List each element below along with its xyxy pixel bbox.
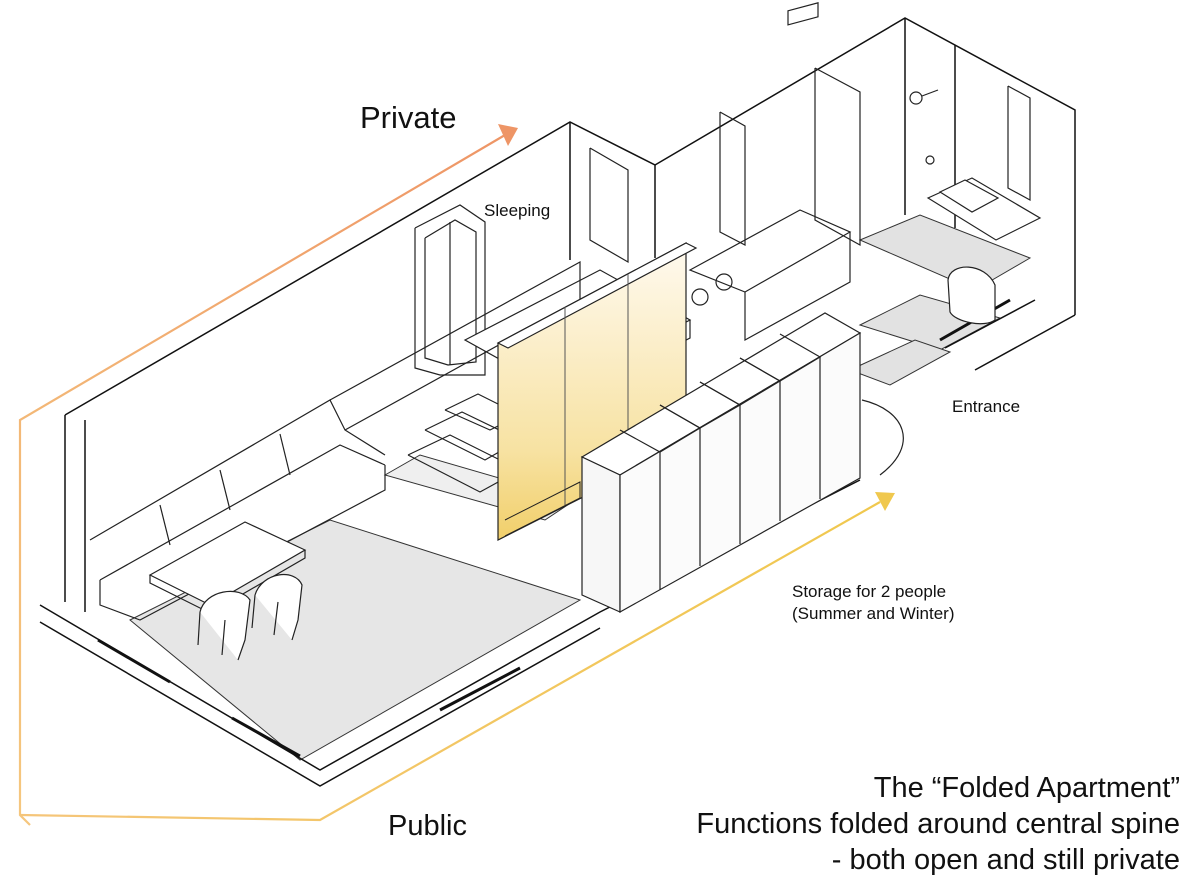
vent-2 bbox=[231, 716, 301, 758]
kitchen bbox=[589, 2, 1031, 342]
public-label: Public bbox=[388, 810, 467, 842]
front-right-floor-edge bbox=[974, 314, 1076, 371]
private-label: Private bbox=[360, 100, 457, 135]
spine-panel-top bbox=[496, 242, 698, 349]
kitchen-sink bbox=[787, 2, 819, 26]
storage-front bbox=[581, 456, 621, 613]
folding-door-panel bbox=[424, 219, 477, 366]
bench-back bbox=[89, 399, 386, 541]
toilet bbox=[947, 266, 996, 325]
bench-seam-1 bbox=[159, 504, 171, 546]
spine-panel-base bbox=[504, 481, 581, 537]
hob-ring-2 bbox=[715, 273, 733, 291]
window-slot-3 bbox=[1007, 85, 1031, 202]
bathroom-floor bbox=[858, 214, 1032, 291]
public-arrow-line bbox=[19, 501, 881, 822]
shower-valve bbox=[925, 155, 935, 165]
bench-seating bbox=[89, 399, 386, 621]
storage-dividers bbox=[619, 333, 822, 590]
storage-label: Storage for 2 people (Summer and Winter) bbox=[792, 581, 954, 625]
dining-set bbox=[148, 521, 307, 661]
bench-seam-2 bbox=[219, 469, 231, 511]
private-arrowhead bbox=[498, 124, 518, 146]
caption: The “Folded Apartment” Functions folded … bbox=[696, 770, 1180, 878]
back-left-wall bbox=[64, 121, 656, 416]
chair-1 bbox=[197, 590, 251, 661]
caption-line2: Functions folded around central spine bbox=[696, 808, 1180, 840]
caption-line1: The “Folded Apartment” bbox=[873, 772, 1180, 804]
bench-seat-front bbox=[99, 444, 386, 581]
storage-unit bbox=[580, 312, 862, 614]
sleeping-label: Sleeping bbox=[484, 201, 551, 220]
entrance-door-swing bbox=[861, 399, 904, 476]
bathroom-basin bbox=[938, 179, 1000, 213]
window-slot-2 bbox=[589, 147, 629, 264]
vent-1 bbox=[97, 638, 171, 684]
hall-floor bbox=[848, 339, 952, 386]
shower-arm bbox=[921, 89, 939, 97]
chair-2 bbox=[251, 574, 303, 641]
kitchen-counter-top bbox=[688, 209, 852, 293]
upper-wall bbox=[654, 17, 1076, 315]
bedroom-inner-wall bbox=[329, 260, 581, 431]
front-wall-base-2 bbox=[39, 621, 601, 787]
hob-ring-1 bbox=[691, 288, 709, 306]
kitchen-counter-front bbox=[744, 232, 851, 342]
tall-cabinet bbox=[814, 67, 861, 247]
storage-label-line1: Storage for 2 people bbox=[792, 582, 947, 601]
bench-base bbox=[99, 465, 386, 621]
front-right-floor-edge-2 bbox=[944, 299, 1036, 349]
private-arrow-line bbox=[18, 134, 506, 826]
storage-label-line2: (Summer and Winter) bbox=[792, 604, 955, 623]
caption-line3: - both open and still private bbox=[831, 844, 1180, 876]
bathroom bbox=[909, 89, 1042, 325]
entrance-label: Entrance bbox=[952, 397, 1021, 416]
shower-head bbox=[909, 91, 923, 105]
bench-seam-3 bbox=[279, 433, 291, 476]
vent-3 bbox=[439, 666, 521, 712]
storage-top-cell bbox=[739, 333, 822, 382]
public-arrowhead bbox=[875, 492, 895, 511]
window-slot-1 bbox=[719, 111, 746, 246]
zone-arrows bbox=[18, 124, 895, 826]
folding-door-frame bbox=[414, 204, 486, 376]
